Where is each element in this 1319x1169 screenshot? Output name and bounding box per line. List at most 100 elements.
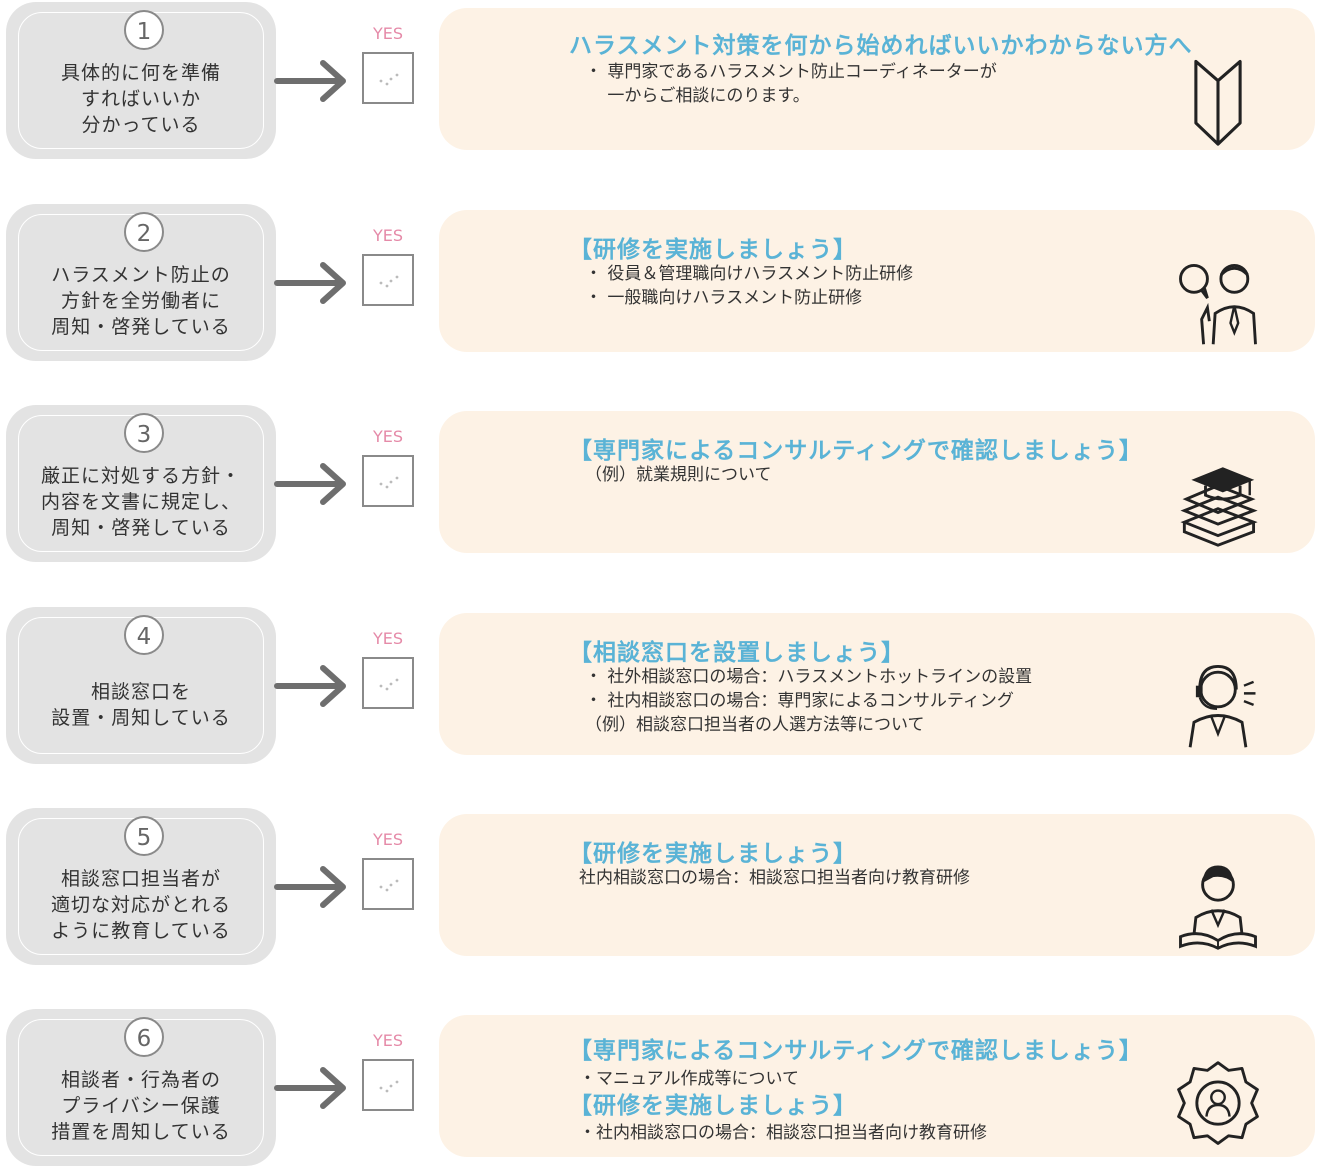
yes-checkbox[interactable] (362, 1059, 414, 1111)
checklist-row: 3厳正に対処する方針・内容を文書に規定し、周知・啓発しているYESNO【専門家に… (0, 405, 1319, 565)
yes-checkbox[interactable] (362, 455, 414, 507)
question-number: 5 (124, 816, 164, 856)
question-box: 4 相談窓口を設置・周知している (6, 607, 276, 764)
advice-title: 【研修を実施しましょう】 (569, 841, 857, 867)
yes-label: YES (372, 1031, 404, 1050)
question-text: 厳正に対処する方針・内容を文書に規定し、周知・啓発している (6, 463, 276, 541)
question-line: プライバシー保護 (61, 1095, 221, 1117)
question-box: 2 ハラスメント防止の方針を全労働者に周知・啓発している (6, 204, 276, 361)
question-box: 3 厳正に対処する方針・内容を文書に規定し、周知・啓発している (6, 405, 276, 562)
question-line: 方針を全労働者に (60, 290, 221, 312)
advice-title: 【専門家によるコンサルティングで確認しましょう】 (569, 1038, 1143, 1064)
advice-line: ・マニュアル作成等について (579, 1069, 799, 1089)
advice-body: 社内相談窓口の場合：相談窓口担当者向け教育研修 (579, 866, 970, 890)
advice-body: ・マニュアル作成等について【研修を実施しましょう】・社内相談窓口の場合：相談窓口… (569, 1067, 987, 1145)
advice-line: ・ 社外相談窓口の場合：ハラスメントホットラインの設置 (585, 667, 1033, 687)
advice-panel: 【相談窓口を設置しましょう】・ 社外相談窓口の場合：ハラスメントホットラインの設… (439, 613, 1315, 755)
yes-label: YES (372, 830, 404, 849)
advice-body: ・ 社外相談窓口の場合：ハラスメントホットラインの設置・ 社内相談窓口の場合：専… (585, 665, 1032, 737)
book-icon (1194, 59, 1242, 146)
checkbox-dots-icon (379, 73, 399, 86)
advice-panel: 【専門家によるコンサルティングで確認しましょう】・マニュアル作成等について【研修… (439, 1015, 1315, 1157)
question-box: 1 具体的に何を準備すればいいか分かっている (6, 2, 276, 159)
question-line: 内容を文書に規定し、 (40, 491, 241, 513)
advice-title: 【研修を実施しましょう】 (569, 237, 857, 263)
advice-title: ハラスメント対策を何から始めればいいかわからない方へ (569, 33, 1193, 59)
advice-panel: 【研修を実施しましょう】・ 役員＆管理職向けハラスメント防止研修・ 一般職向けハ… (439, 210, 1315, 352)
advice-line: ・ 一般職向けハラスメント防止研修 (585, 288, 863, 308)
advice-line: ・ 役員＆管理職向けハラスメント防止研修 (585, 264, 914, 284)
checklist-row: 6相談者・行為者のプライバシー保護措置を周知しているYESNO【専門家によるコン… (0, 1009, 1319, 1169)
checklist-row: 1具体的に何を準備すればいいか分かっているYESNOハラスメント対策を何から始め… (0, 2, 1319, 162)
advice-body: ・ 役員＆管理職向けハラスメント防止研修・ 一般職向けハラスメント防止研修 (585, 262, 913, 310)
advice-line: ・ 専門家であるハラスメント防止コーディネーターが (585, 62, 997, 82)
question-box: 5 相談窓口担当者が適切な対応がとれるように教育している (6, 808, 276, 965)
yes-checkbox[interactable] (362, 858, 414, 910)
question-line: 措置を周知している (51, 1121, 231, 1143)
question-number: 6 (124, 1017, 164, 1057)
advice-body: ・ 専門家であるハラスメント防止コーディネーターが 一からご相談にのります。 (585, 60, 997, 108)
yes-label: YES (372, 24, 404, 43)
speaker-icon (1179, 263, 1257, 345)
advice-panel: 【研修を実施しましょう】社内相談窓口の場合：相談窓口担当者向け教育研修 (439, 814, 1315, 956)
question-number: 4 (124, 615, 164, 655)
arrow-right-icon (274, 463, 346, 505)
graduation-books-icon (1180, 467, 1258, 547)
question-line: 適切な対応がとれる (50, 894, 231, 916)
advice-line: ・社内相談窓口の場合：相談窓口担当者向け教育研修 (579, 1123, 987, 1143)
checkbox-dots-icon (379, 275, 399, 288)
arrow-right-icon (274, 866, 346, 908)
question-line: 周知・啓発している (51, 316, 231, 338)
arrow-right-icon (274, 665, 346, 707)
checklist-row: 5相談窓口担当者が適切な対応がとれるように教育しているYESNO【研修を実施しま… (0, 808, 1319, 968)
question-line: 設置・周知している (51, 707, 231, 729)
advice-title: 【相談窓口を設置しましょう】 (569, 640, 905, 666)
yes-label: YES (372, 427, 404, 446)
question-text: ハラスメント防止の方針を全労働者に周知・啓発している (6, 262, 276, 340)
yes-checkbox[interactable] (362, 254, 414, 306)
question-number: 2 (124, 212, 164, 252)
advice-line: 一からご相談にのります。 (585, 86, 810, 106)
question-line: 相談者・行為者の (60, 1069, 221, 1091)
question-line: 相談窓口を (90, 681, 191, 703)
yes-label: YES (372, 226, 404, 245)
checkbox-dots-icon (379, 476, 399, 489)
advice-title-secondary: 【研修を実施しましょう】 (569, 1093, 857, 1119)
privacy-badge-icon (1177, 1061, 1259, 1145)
question-line: すればいいか (80, 88, 201, 110)
checkbox-dots-icon (379, 678, 399, 691)
arrow-right-icon (274, 60, 346, 102)
arrow-right-icon (274, 1067, 346, 1109)
yes-checkbox[interactable] (362, 52, 414, 104)
question-line: 相談窓口担当者が (60, 868, 221, 890)
question-line: 具体的に何を準備 (60, 62, 221, 84)
advice-line: （例）相談窓口担当者の人選方法等について (585, 715, 925, 735)
advice-line: 社内相談窓口の場合：相談窓口担当者向け教育研修 (579, 868, 970, 888)
yes-label: YES (372, 629, 404, 648)
question-line: ように教育している (51, 920, 231, 942)
checkbox-dots-icon (379, 1080, 399, 1093)
advice-panel: ハラスメント対策を何から始めればいいかわからない方へ・ 専門家であるハラスメント… (439, 8, 1315, 150)
checkbox-dots-icon (379, 879, 399, 892)
advice-line: ・ 社内相談窓口の場合：専門家によるコンサルティング (585, 691, 1014, 711)
reader-icon (1179, 865, 1257, 950)
advice-panel: 【専門家によるコンサルティングで確認しましょう】（例）就業規則について (439, 411, 1315, 553)
headset-operator-icon (1188, 665, 1256, 748)
checklist-row: 2ハラスメント防止の方針を全労働者に周知・啓発しているYESNO【研修を実施しま… (0, 204, 1319, 364)
question-number: 3 (124, 413, 164, 453)
arrow-right-icon (274, 262, 346, 304)
question-text: 相談窓口担当者が適切な対応がとれるように教育している (6, 866, 276, 944)
question-number: 1 (124, 10, 164, 50)
yes-checkbox[interactable] (362, 657, 414, 709)
question-line: 厳正に対処する方針・ (40, 465, 241, 487)
question-text: 相談窓口を設置・周知している (6, 679, 276, 731)
question-line: 分かっている (81, 114, 201, 136)
question-text: 具体的に何を準備すればいいか分かっている (6, 60, 276, 138)
question-line: 周知・啓発している (51, 517, 231, 539)
advice-body: （例）就業規則について (585, 463, 772, 487)
question-text: 相談者・行為者のプライバシー保護措置を周知している (6, 1067, 276, 1145)
advice-title: 【専門家によるコンサルティングで確認しましょう】 (569, 438, 1143, 464)
question-line: ハラスメント防止の (51, 264, 231, 286)
advice-line: （例）就業規則について (585, 465, 772, 485)
